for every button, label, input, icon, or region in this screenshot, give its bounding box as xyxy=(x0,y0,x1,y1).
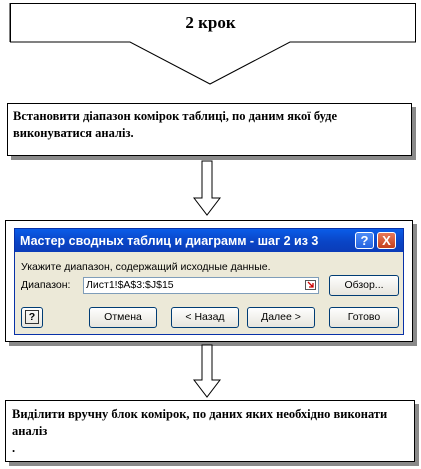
dialog-titlebar: Мастер сводных таблиц и диаграмм - шаг 2… xyxy=(15,229,403,252)
back-button[interactable]: < Назад xyxy=(171,307,239,328)
next-button[interactable]: Далее > xyxy=(247,307,315,328)
dialog-title: Мастер сводных таблиц и диаграмм - шаг 2… xyxy=(20,233,319,248)
collapse-dialog-icon[interactable] xyxy=(305,280,317,291)
step-header-box xyxy=(10,3,416,42)
instruction-box-2: Виділити вручну блок комірок, по даних я… xyxy=(5,400,415,462)
dialog-instruction: Укажите диапазон, содержащий исходные да… xyxy=(21,261,271,273)
down-arrow-2 xyxy=(192,344,222,398)
wizard-help-button[interactable]: ? xyxy=(21,307,43,328)
help-icon[interactable]: ? xyxy=(355,232,374,249)
instruction-text-2: Виділити вручну блок комірок, по даних я… xyxy=(12,407,388,438)
question-icon: ? xyxy=(24,310,40,324)
instruction-box-1: Встановити діапазон комірок таблиці, по … xyxy=(7,103,412,156)
browse-button[interactable]: Обзор... xyxy=(329,275,399,296)
instruction-bullet: . xyxy=(12,441,16,455)
instruction-text-1: Встановити діапазон комірок таблиці, по … xyxy=(13,109,337,140)
step-down-pentagon-arrow xyxy=(9,3,416,85)
pivot-wizard-dialog: Мастер сводных таблиц и диаграмм - шаг 2… xyxy=(14,228,404,335)
down-arrow-1 xyxy=(192,160,222,216)
step-title: 2 крок xyxy=(185,13,236,32)
cancel-button[interactable]: Отмена xyxy=(89,307,157,328)
finish-button[interactable]: Готово xyxy=(329,307,399,328)
close-icon[interactable]: X xyxy=(377,232,396,249)
range-label: Диапазон: xyxy=(21,279,71,291)
range-input[interactable]: Лист1!$A$3:$J$15 xyxy=(83,277,319,294)
